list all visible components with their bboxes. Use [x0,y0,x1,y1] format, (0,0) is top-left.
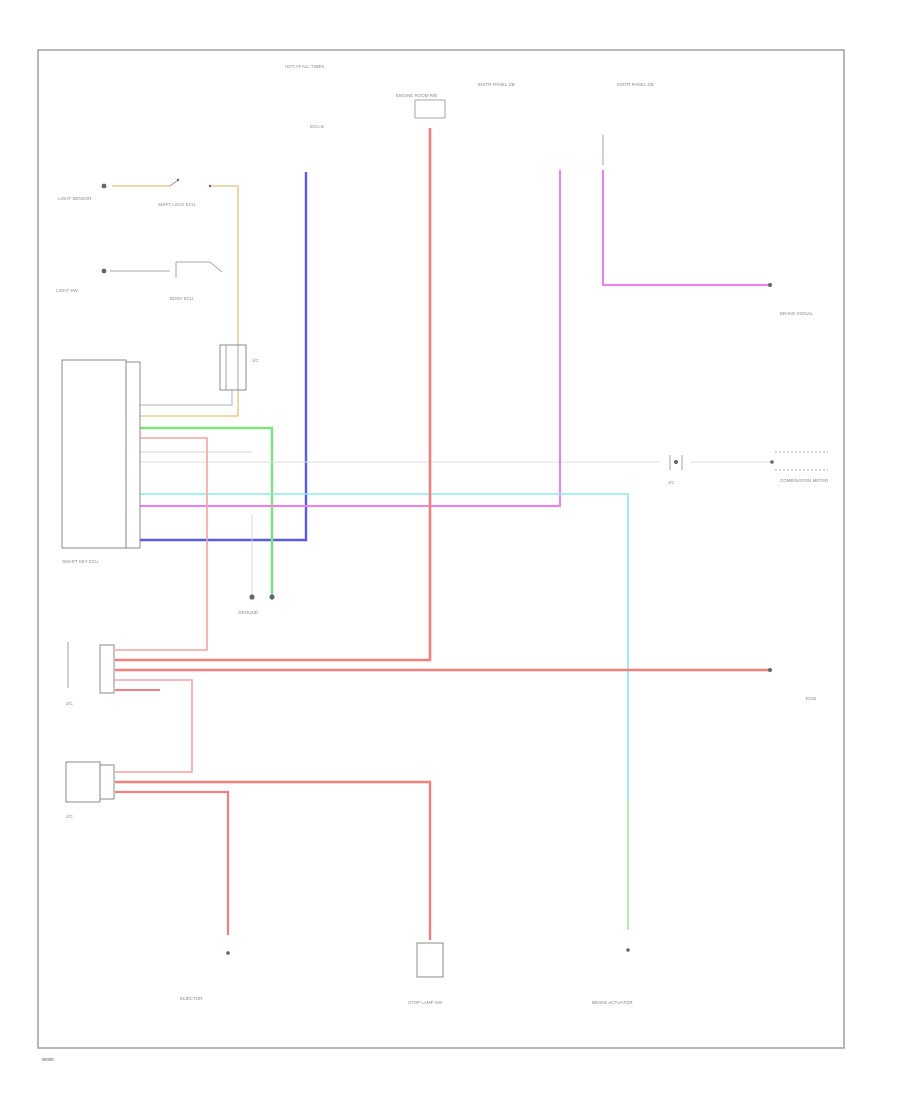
label-top-right-b: INSTR PANEL J/B [617,82,654,87]
label-left-switch-1: LIGHT SENSOR [58,196,92,201]
wire-cyan [140,493,629,800]
label-junction-2: J/C [66,814,74,819]
label-left-relay-1: SHIFT LOCK ECU [158,202,195,207]
relay-connector: J/C [219,344,260,391]
wire-grey [140,390,233,406]
label-controller: SMART KEY ECU [62,559,99,564]
label-left-relay-2: BODY ECU [170,296,193,301]
wire-grey-ground [140,451,253,595]
label-top-right-a: INSTR PANEL J/B [478,82,515,87]
left-switch-1: LIGHT SENSOR SHIFT LOCK ECU [58,178,212,207]
label-right-ecm: ECM [806,696,816,701]
label-bottom-right: BRAKE ACTUATOR [592,1000,633,1005]
label-bottom-mid: STOP LAMP SW [408,1000,443,1005]
label-top-fuse: HOT AT ALL TIMES [285,64,325,69]
label-junction-1: J/C [66,701,74,706]
right-ecm: ECM [768,668,816,701]
diagram-frame [37,49,845,1049]
junction-2: J/C [65,761,115,819]
wire-magenta [140,170,770,507]
label-fuse-ecu: ECU-B [310,124,324,129]
label-ground-mid: GROUND [238,610,259,615]
label-left-switch-2: LIGHT SW [56,288,78,293]
label-right-sensor-2: COMBINATION METER [780,478,829,483]
ground-dots-mid: GROUND [238,594,275,615]
controller-box: SMART KEY ECU [61,359,141,564]
right-sensor-1: BRAKE SIGNAL [768,283,814,316]
label-main-fuse-box: ENGINE ROOM R/B [396,93,437,98]
bottom-left-component: INJECTOR [180,951,230,1001]
wire-green [140,426,274,595]
wire-tan [112,185,239,417]
label-right-sensor-1: BRAKE SIGNAL [780,311,814,316]
bottom-right-component: BRAKE ACTUATOR [592,948,633,1005]
wire-blue [140,172,308,542]
footer-code: W000 [42,1057,54,1062]
label-right-junction: J/C [668,480,676,485]
junction-1: J/C [66,642,115,706]
bottom-mid-component: STOP LAMP SW [408,942,444,1005]
right-sensor-2: COMBINATION METER [770,451,829,483]
label-bottom-left: INJECTOR [180,996,203,1001]
main-fuse-box: ENGINE ROOM R/B [396,93,446,119]
label-connector-mid: J/C [252,358,260,363]
right-junction: J/C [668,455,683,485]
left-switch-2: LIGHT SW BODY ECU [56,261,223,301]
wire-red [115,128,770,940]
